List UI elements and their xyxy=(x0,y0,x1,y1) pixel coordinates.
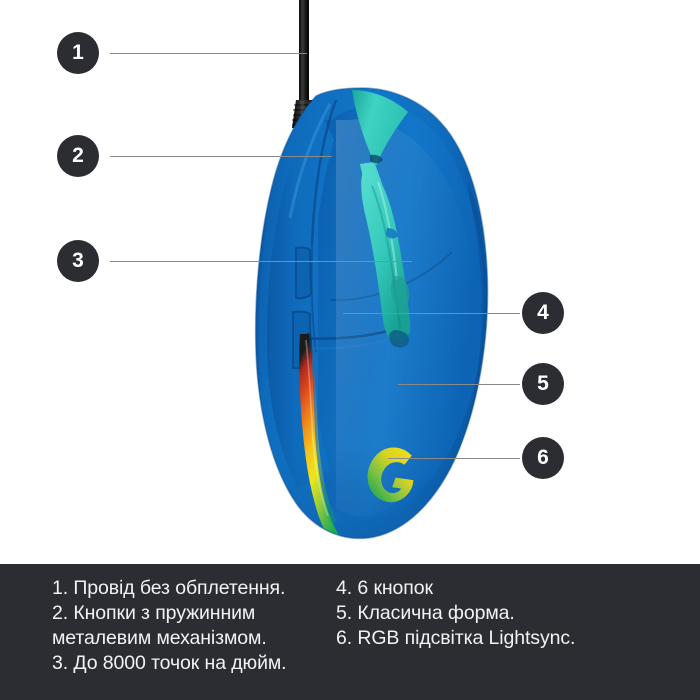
specification-column-left: 1. Провід без обплетення. 2. Кнопки з пр… xyxy=(0,576,336,676)
callout-badge-2[interactable]: 2 xyxy=(57,135,99,177)
spec-line-4: 4. 6 кнопок xyxy=(336,577,433,599)
specification-columns: 1. Провід без обплетення. 2. Кнопки з пр… xyxy=(0,576,700,676)
specification-column-right: 4. 6 кнопок 5. Класична форма. 6. RGB пі… xyxy=(336,576,700,651)
gaming-mouse-illustration xyxy=(254,0,489,540)
callout-badge-4-number: 4 xyxy=(537,301,549,324)
rgb-light-strip xyxy=(299,332,343,539)
callout-badge-5[interactable]: 5 xyxy=(522,363,564,405)
leader-line-5 xyxy=(398,384,520,385)
callout-badge-1[interactable]: 1 xyxy=(57,32,99,74)
spec-line-3: 3. До 8000 точок на дюйм. xyxy=(52,652,287,674)
callout-badge-3-number: 3 xyxy=(72,249,84,272)
callout-badge-4[interactable]: 4 xyxy=(522,292,564,334)
callout-badge-3[interactable]: 3 xyxy=(57,240,99,282)
spec-line-1: 1. Провід без обплетення. xyxy=(52,577,286,599)
leader-line-3 xyxy=(110,261,412,262)
product-image-stage: 1 2 3 4 5 6 xyxy=(57,0,564,540)
logitech-g-logo xyxy=(367,447,414,503)
callout-badge-1-number: 1 xyxy=(72,41,84,64)
spec-line-2: 2. Кнопки з пружинним xyxy=(52,602,256,624)
spec-line-6: 6. RGB підсвітка Lightsync. xyxy=(336,627,576,649)
specification-footer: 1. Провід без обплетення. 2. Кнопки з пр… xyxy=(0,564,700,700)
callout-badge-6-number: 6 xyxy=(537,446,549,469)
leader-line-6 xyxy=(388,458,520,459)
leader-line-2 xyxy=(110,156,332,157)
mouse-shell xyxy=(254,87,489,540)
callout-badge-2-number: 2 xyxy=(72,144,84,167)
scroll-wheel-accent xyxy=(352,90,411,348)
leader-line-4 xyxy=(343,313,520,314)
callout-badge-6[interactable]: 6 xyxy=(522,437,564,479)
callout-badge-5-number: 5 xyxy=(537,372,549,395)
spec-line-2-cont: металевим механізмом. xyxy=(52,627,267,649)
spec-line-5: 5. Класична форма. xyxy=(336,602,515,624)
leader-line-1 xyxy=(110,53,307,54)
